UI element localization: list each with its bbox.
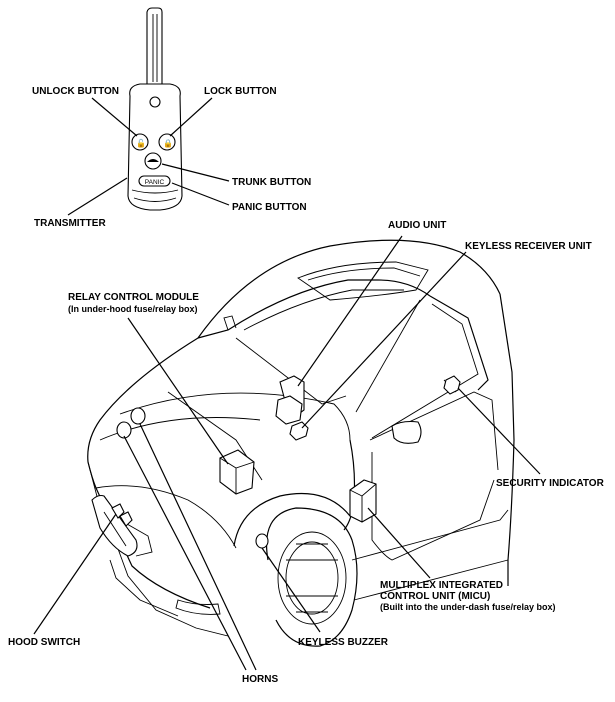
- label-transmitter: TRANSMITTER: [34, 218, 106, 229]
- label-micu-note: (Built into the under-dash fuse/relay bo…: [380, 602, 556, 612]
- leader-hood-switch: [33, 513, 117, 635]
- unlock-button: [131, 133, 149, 151]
- label-lock-button: LOCK BUTTON: [204, 86, 277, 97]
- label-keyless-buzzer: KEYLESS BUZZER: [298, 637, 389, 648]
- leader-panic: [171, 182, 230, 206]
- svg-text:🔓: 🔓: [136, 138, 146, 148]
- label-horns: HORNS: [242, 674, 278, 685]
- transmitter-fob: 🔓 🔒 PANIC: [127, 7, 183, 211]
- security-indicator: [443, 375, 461, 395]
- leader-security-indicator: [457, 387, 541, 475]
- leader-transmitter: [67, 177, 128, 216]
- leader-horns-1: [123, 435, 247, 671]
- label-relay-control-module: RELAY CONTROL MODULE: [68, 292, 199, 303]
- front-wheel: [233, 492, 358, 647]
- leader-keyless-buzzer: [261, 547, 321, 633]
- label-audio-unit: AUDIO UNIT: [388, 220, 446, 231]
- leader-unlock: [91, 97, 138, 137]
- label-trunk-button: TRUNK BUTTON: [232, 177, 311, 188]
- leader-lock: [169, 97, 213, 137]
- panic-button-text: PANIC: [145, 179, 165, 186]
- micu-unit: [349, 479, 377, 523]
- label-micu-line2: CONTROL UNIT (MICU): [380, 591, 490, 602]
- lock-button: [158, 133, 176, 151]
- leader-keyless-receiver: [301, 251, 467, 429]
- key-blade: [146, 7, 163, 87]
- side-mirror: [391, 420, 422, 444]
- leader-micu: [367, 507, 431, 579]
- label-panic-button: PANIC BUTTON: [232, 202, 307, 213]
- headlight: [91, 494, 138, 557]
- label-unlock-button: UNLOCK BUTTON: [32, 86, 119, 97]
- label-relay-control-module-note: (In under-hood fuse/relay box): [68, 304, 198, 314]
- label-keyless-receiver-unit: KEYLESS RECEIVER UNIT: [465, 241, 592, 252]
- key-ring-hole: [149, 96, 161, 108]
- leader-trunk: [161, 163, 230, 182]
- panic-button: [138, 175, 171, 187]
- leader-horns-2: [139, 423, 257, 671]
- svg-text:🔒: 🔒: [163, 139, 173, 148]
- horn-2: [130, 407, 146, 425]
- label-micu-line1: MULTIPLEX INTEGRATED: [380, 580, 503, 591]
- relay-control-module: [219, 449, 255, 495]
- leader-audio-unit: [297, 235, 403, 387]
- label-hood-switch: HOOD SWITCH: [8, 637, 80, 648]
- keyless-buzzer-part: [255, 533, 269, 549]
- horn-1: [116, 421, 132, 439]
- label-security-indicator: SECURITY INDICATOR: [496, 478, 605, 489]
- leader-relay-control-module: [127, 317, 229, 465]
